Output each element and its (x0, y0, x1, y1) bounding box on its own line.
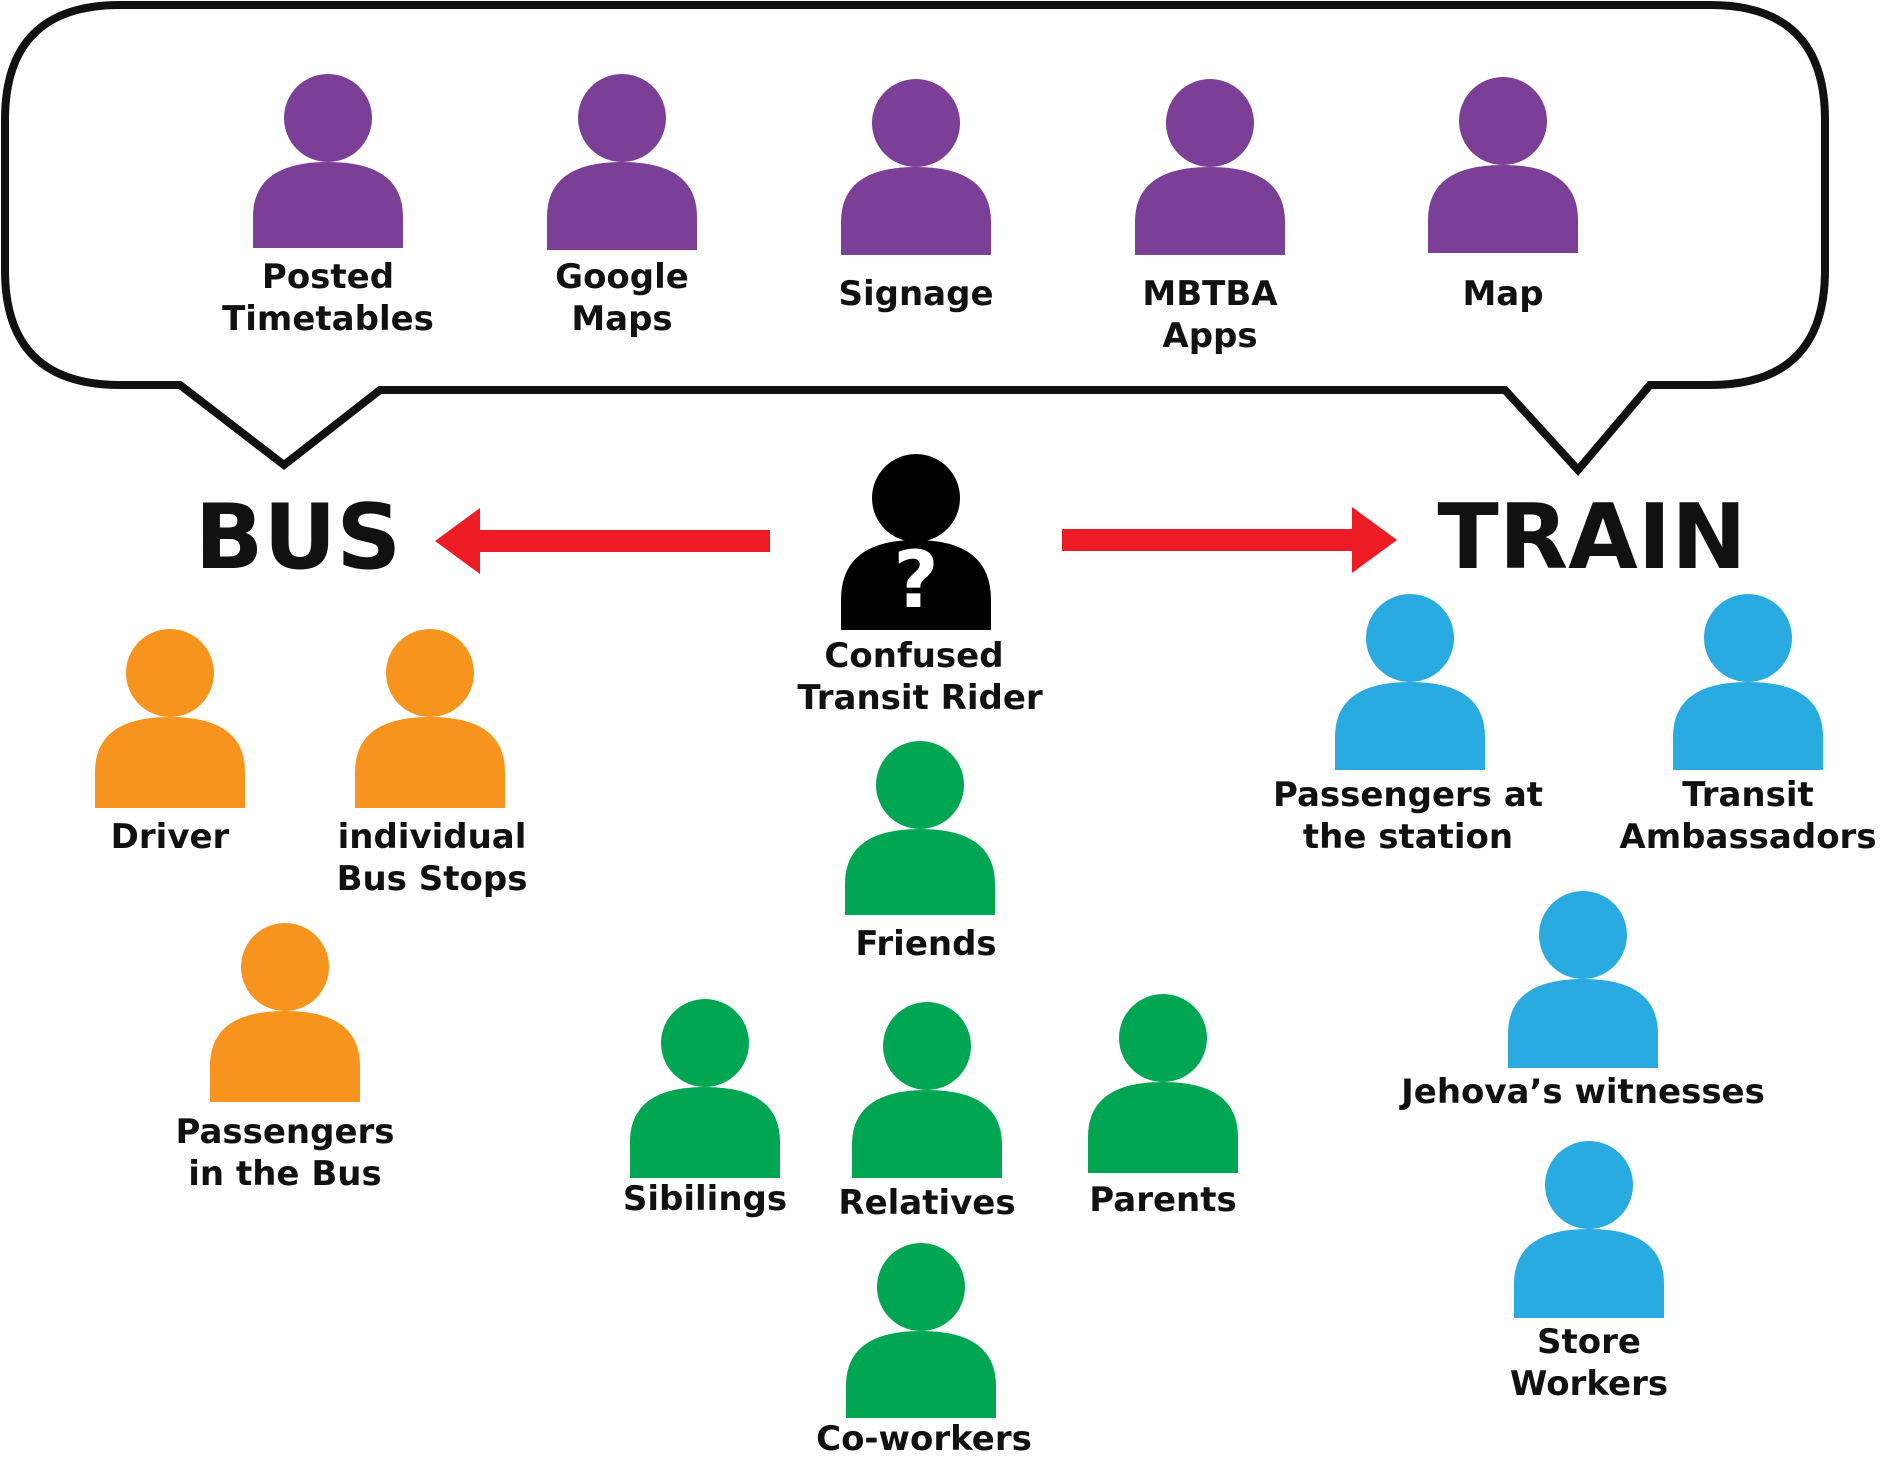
person-label: Posted (262, 257, 394, 297)
person-head-icon (241, 923, 329, 1011)
person-head-icon (883, 1002, 971, 1090)
person-label: the station (1303, 817, 1513, 857)
person-head-icon (386, 629, 474, 717)
person-label: MBTBA (1142, 274, 1278, 314)
person-body-icon (1335, 682, 1485, 770)
person-head-icon (661, 999, 749, 1087)
person-body-icon (846, 1331, 996, 1418)
person-head-icon (578, 74, 666, 162)
person-label: Driver (111, 817, 230, 857)
social-people-person: Friends (845, 741, 997, 964)
arrow-to-train (1062, 507, 1397, 573)
person-body-icon (1514, 1229, 1664, 1318)
person-label: Relatives (838, 1183, 1015, 1223)
person-label: Parents (1089, 1180, 1236, 1220)
social-people-person: Relatives (838, 1002, 1016, 1223)
person-label: in the Bus (188, 1154, 381, 1194)
person-body-icon (1508, 979, 1658, 1068)
person-label: Ambassadors (1619, 817, 1876, 857)
person-head-icon (1119, 994, 1207, 1082)
person-body-icon (1135, 167, 1285, 255)
person-body-icon (852, 1090, 1002, 1178)
person-head-icon (1545, 1141, 1633, 1229)
person-label: Sibilings (623, 1179, 787, 1219)
person-body-icon (1673, 682, 1823, 770)
person-body-icon (210, 1011, 360, 1102)
person-head-icon (877, 1243, 965, 1331)
person-head-icon (876, 741, 964, 829)
person-label: Passengers (175, 1112, 394, 1152)
person-label: Workers (1510, 1364, 1668, 1404)
question-mark-icon: ? (893, 536, 938, 626)
person-label: Timetables (222, 299, 434, 339)
person-label: Apps (1162, 316, 1257, 356)
person-body-icon (1088, 1082, 1238, 1173)
person-body-icon (253, 162, 403, 248)
person-body-icon (355, 717, 505, 808)
person-label: Maps (571, 299, 672, 339)
person-head-icon (1459, 77, 1547, 165)
person-label: Friends (855, 924, 996, 964)
person-head-icon (1704, 594, 1792, 682)
person-head-icon (126, 629, 214, 717)
confused-rider: ? Confused Transit Rider (797, 454, 1043, 718)
person-head-icon (1166, 79, 1254, 167)
person-body-icon (630, 1087, 780, 1178)
person-label: Transit (1682, 775, 1814, 815)
social-people-person: Sibilings (623, 999, 787, 1219)
person-body-icon (1428, 165, 1578, 253)
person-body-icon (95, 717, 245, 808)
person-body-icon (845, 829, 995, 915)
person-label: individual (338, 817, 527, 857)
social-people-person: Co-workers (816, 1243, 1032, 1459)
person-head-icon (1539, 891, 1627, 979)
rider-label-line-2: Transit Rider (797, 678, 1043, 718)
person-label: Store (1537, 1322, 1641, 1362)
info-sources-person: Map (1428, 77, 1578, 314)
person-label: Map (1462, 274, 1543, 314)
person-label: Co-workers (816, 1419, 1032, 1459)
person-label: Passengers at (1273, 775, 1543, 815)
rider-head-icon (872, 454, 960, 542)
info-sources-person: Signage (838, 79, 994, 314)
rider-body-icon (841, 540, 991, 630)
person-head-icon (284, 74, 372, 162)
bus-heading: BUS (195, 485, 402, 590)
train-people-person: Jehova’s witnesses (1399, 891, 1765, 1112)
person-head-icon (1366, 594, 1454, 682)
person-label: Google (555, 257, 689, 297)
person-head-icon (872, 79, 960, 167)
person-label: Jehova’s witnesses (1399, 1072, 1765, 1112)
rider-label-line-1: Confused (824, 636, 1003, 676)
bus-people-person: Driver (95, 629, 245, 857)
person-body-icon (841, 167, 991, 255)
arrow-to-bus (435, 508, 770, 574)
person-body-icon (547, 162, 697, 250)
person-label: Bus Stops (337, 859, 528, 899)
train-heading: TRAIN (1437, 485, 1746, 590)
person-label: Signage (838, 274, 993, 314)
social-people-person: Parents (1088, 994, 1238, 1220)
